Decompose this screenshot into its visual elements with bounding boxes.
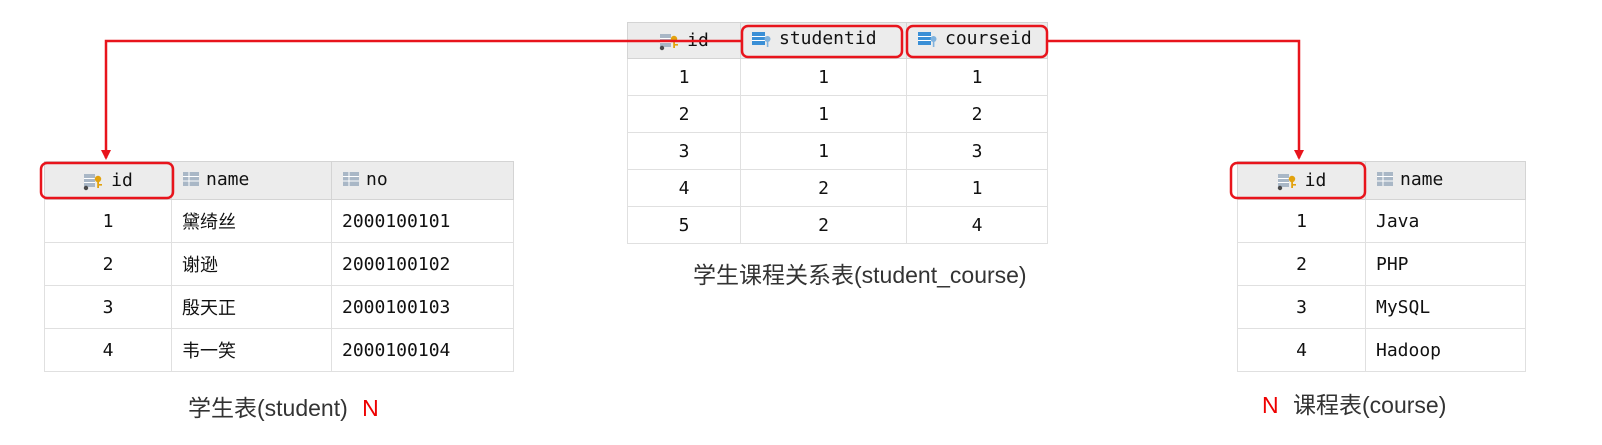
course-table: id name 1 Java 2 P <box>1237 161 1526 372</box>
cell-no: 2000100101 <box>331 199 514 243</box>
cell-studentid: 2 <box>740 169 907 207</box>
caption-text: 学生表(student) <box>188 395 348 421</box>
column-header-no[interactable]: no <box>331 161 514 200</box>
foreign-key-icon <box>918 31 937 47</box>
column-header-id[interactable]: id <box>627 22 741 59</box>
column-header-label: courseid <box>945 28 1032 50</box>
cell-name: Hadoop <box>1365 328 1526 372</box>
primary-key-icon <box>659 33 679 50</box>
table-row: 3 1 3 <box>627 132 1048 170</box>
column-header-id[interactable]: id <box>1237 161 1366 200</box>
student-table-caption: 学生表(student) N <box>188 389 379 423</box>
cell-name: MySQL <box>1365 285 1526 329</box>
table-row: 2 1 2 <box>627 95 1048 133</box>
cell-name: 黛绮丝 <box>171 199 332 243</box>
cell-name: PHP <box>1365 242 1526 286</box>
cell-studentid: 2 <box>740 206 907 244</box>
table-header-row: id studentid <box>627 22 1048 59</box>
table-row: 4 韦一笑 2000100104 <box>44 328 514 372</box>
column-header-label: name <box>206 168 250 190</box>
cell-id: 1 <box>1237 199 1366 243</box>
cardinality-label: N <box>1262 392 1279 418</box>
cell-id: 4 <box>44 328 172 372</box>
cell-id: 1 <box>627 58 741 96</box>
cell-studentid: 1 <box>740 132 907 170</box>
cell-name: Java <box>1365 199 1526 243</box>
caption-text: 课程表(course) <box>1293 392 1447 418</box>
course-table-caption: N 课程表(course) <box>1262 386 1446 420</box>
cell-id: 3 <box>627 132 741 170</box>
cardinality-label: N <box>362 395 379 421</box>
cell-name: 韦一笑 <box>171 328 332 372</box>
column-icon <box>343 172 359 187</box>
cell-courseid: 1 <box>906 58 1048 96</box>
primary-key-icon <box>1277 173 1296 190</box>
student-course-table: id studentid <box>627 22 1048 244</box>
column-header-studentid[interactable]: studentid <box>740 22 907 59</box>
column-header-label: id <box>1304 170 1327 191</box>
table-row: 1 1 1 <box>627 58 1048 96</box>
cell-id: 2 <box>627 95 741 133</box>
table-row: 1 Java <box>1237 199 1526 243</box>
cell-id: 5 <box>627 206 741 244</box>
cell-courseid: 3 <box>906 132 1048 170</box>
column-header-name[interactable]: name <box>171 161 332 200</box>
cell-id: 4 <box>1237 328 1366 372</box>
table-row: 3 殷天正 2000100103 <box>44 285 514 329</box>
column-header-id[interactable]: id <box>44 161 172 200</box>
cell-id: 3 <box>1237 285 1366 329</box>
student-table: id name <box>44 161 514 372</box>
table-row: 2 谢逊 2000100102 <box>44 242 514 286</box>
column-header-label: id <box>111 170 133 191</box>
cell-id: 2 <box>44 242 172 286</box>
cell-no: 2000100103 <box>331 285 514 329</box>
cell-no: 2000100102 <box>331 242 514 286</box>
column-icon <box>1377 172 1393 187</box>
table-row: 2 PHP <box>1237 242 1526 286</box>
column-header-label: name <box>1400 168 1444 190</box>
cell-courseid: 4 <box>906 206 1048 244</box>
column-header-courseid[interactable]: courseid <box>906 22 1048 59</box>
cell-courseid: 2 <box>906 95 1048 133</box>
primary-key-icon <box>83 173 103 190</box>
table-header-row: id name <box>44 161 514 200</box>
table-row: 4 Hadoop <box>1237 328 1526 372</box>
cell-id: 3 <box>44 285 172 329</box>
table-header-row: id name <box>1237 161 1526 200</box>
column-header-label: studentid <box>779 28 877 50</box>
foreign-key-icon <box>752 31 771 47</box>
course-relation-arrow <box>1047 39 1304 160</box>
student-course-table-caption: 学生课程关系表(student_course) <box>693 256 1027 290</box>
cell-id: 1 <box>44 199 172 243</box>
cell-studentid: 1 <box>740 58 907 96</box>
cell-id: 4 <box>627 169 741 207</box>
cell-courseid: 1 <box>906 169 1048 207</box>
column-header-label: id <box>687 30 709 51</box>
cell-no: 2000100104 <box>331 328 514 372</box>
cell-studentid: 1 <box>740 95 907 133</box>
column-header-name[interactable]: name <box>1365 161 1526 200</box>
column-icon <box>183 172 199 187</box>
cell-name: 谢逊 <box>171 242 332 286</box>
table-row: 1 黛绮丝 2000100101 <box>44 199 514 243</box>
column-header-label: no <box>366 168 388 190</box>
cell-id: 2 <box>1237 242 1366 286</box>
table-row: 3 MySQL <box>1237 285 1526 329</box>
table-row: 5 2 4 <box>627 206 1048 244</box>
caption-text: 学生课程关系表(student_course) <box>693 262 1027 288</box>
table-row: 4 2 1 <box>627 169 1048 207</box>
cell-name: 殷天正 <box>171 285 332 329</box>
